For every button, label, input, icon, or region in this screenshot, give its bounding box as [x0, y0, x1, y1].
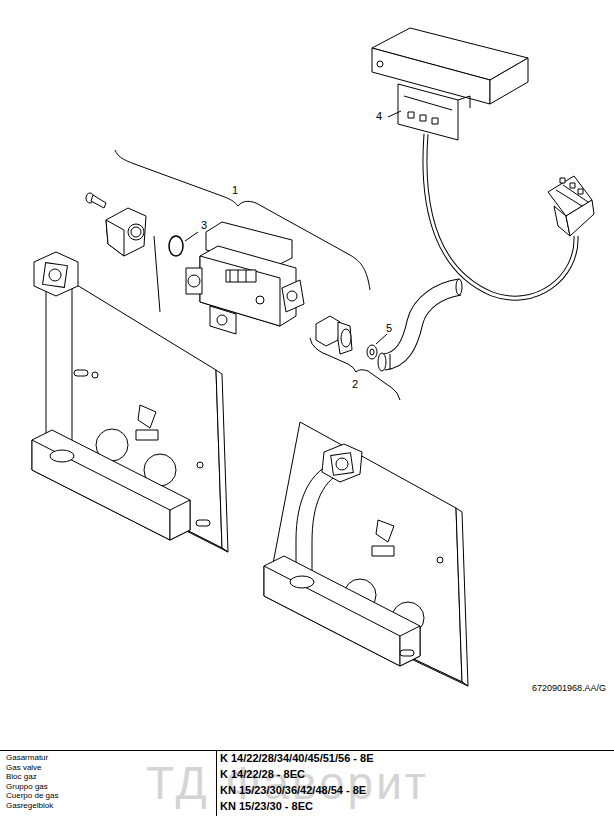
- screw: [86, 193, 106, 208]
- table-cell: KN 15/23/30 - 8EC: [220, 800, 313, 812]
- callout-number: 3: [201, 219, 207, 231]
- callout-number: 1: [232, 184, 238, 196]
- control-unit: [372, 28, 594, 298]
- table-cell: Bloc gaz: [6, 773, 37, 782]
- mounting-plate: [264, 422, 468, 686]
- callout-number: 5: [386, 322, 392, 334]
- callout-number: 4: [376, 110, 382, 122]
- drawing-number: 6720901968.AA/G: [532, 684, 606, 694]
- table-cell: Gasregelblok: [6, 802, 53, 811]
- flange: [106, 208, 146, 256]
- table-cell: Gas valve: [6, 764, 42, 773]
- table-cell: Cuerpo de gas: [6, 792, 58, 801]
- table-cell: Gasarmatur: [6, 754, 48, 763]
- table-cell: KN 15/23/30/36/42/48/54 - 8E: [220, 784, 366, 796]
- table-cell: Gruppo gas: [6, 783, 48, 792]
- callout-number: 2: [352, 378, 358, 390]
- table-cell: K 14/22/28 - 8EC: [220, 768, 305, 780]
- mounting-plate: [32, 252, 228, 552]
- nipple: [316, 316, 352, 354]
- table-cell: K 14/22/28/34/40/45/51/56 - 8E: [220, 752, 374, 764]
- gas-valve: [186, 222, 304, 334]
